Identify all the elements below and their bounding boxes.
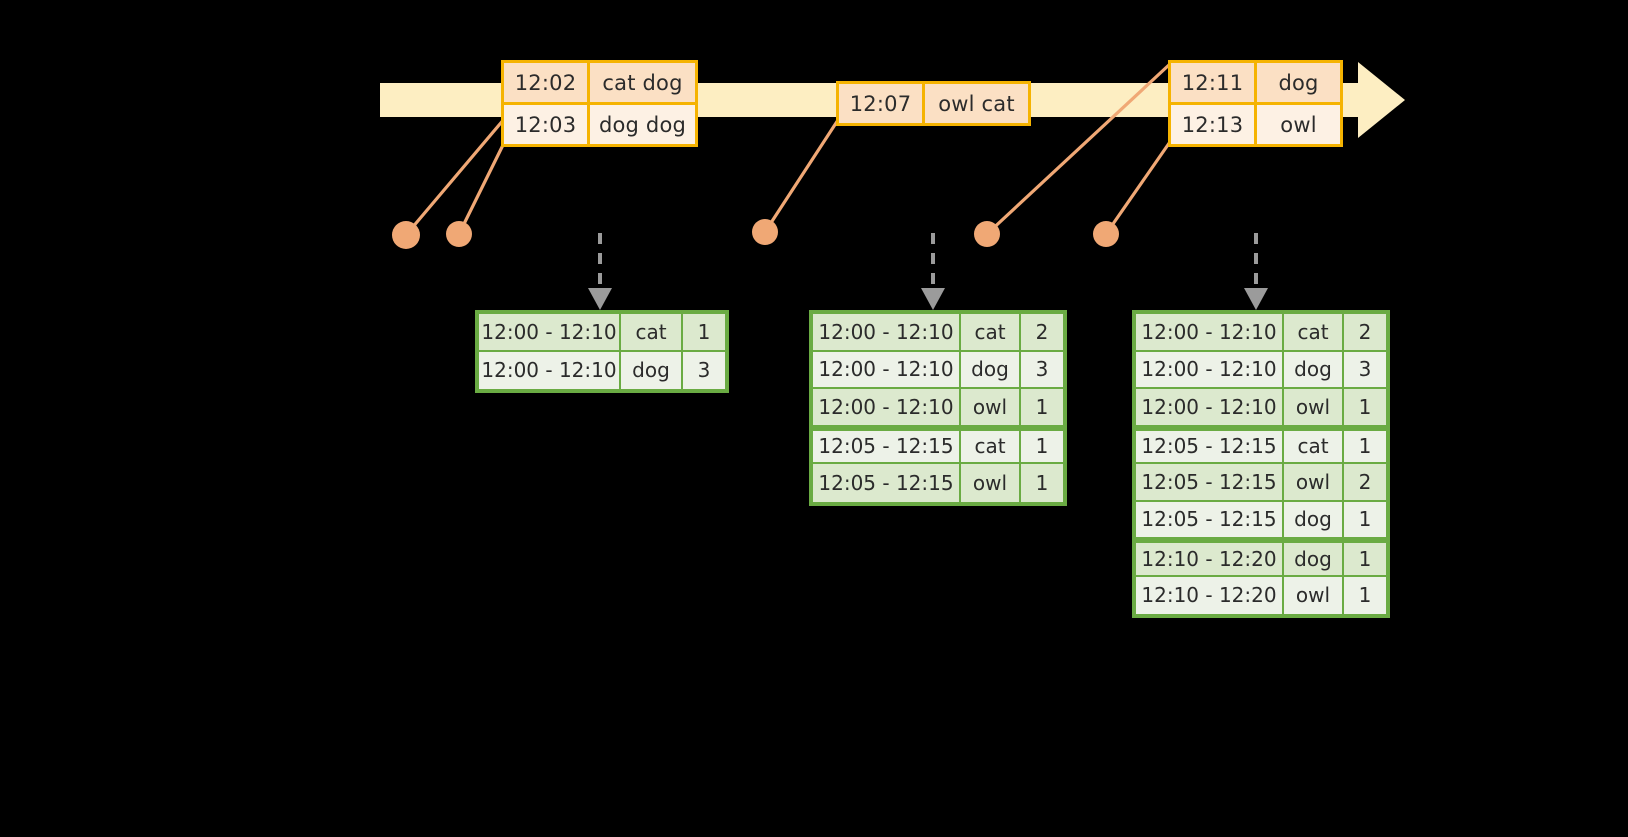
window-cell: 12:00 - 12:10 [479, 351, 621, 389]
count-cell: 3 [1021, 351, 1063, 389]
count-cell: 1 [1344, 389, 1386, 427]
count-cell: 1 [1344, 576, 1386, 614]
count-cell: 2 [1344, 464, 1386, 502]
key-cell: owl [1284, 576, 1344, 614]
emission-dot-1 [392, 221, 420, 249]
window-cell: 12:00 - 12:10 [1136, 314, 1284, 352]
emission-dot-2 [446, 221, 472, 247]
emission-dot-5 [1093, 221, 1119, 247]
connector-line-5 [1104, 137, 1174, 236]
count-cell: 1 [1344, 501, 1386, 539]
connector-line-2 [457, 141, 506, 236]
count-cell: 2 [1344, 314, 1386, 352]
count-cell: 1 [1021, 430, 1063, 464]
window-cell: 12:00 - 12:10 [813, 389, 961, 427]
snapshot-arrow-3 [1244, 233, 1268, 310]
window-cell: 12:10 - 12:20 [1136, 543, 1284, 577]
key-cell: cat [1284, 314, 1344, 352]
event-time: 12:02 [504, 63, 590, 102]
count-cell: 3 [1344, 351, 1386, 389]
window-cell: 12:05 - 12:15 [1136, 501, 1284, 539]
key-cell: dog [621, 351, 683, 389]
key-cell: owl [1284, 464, 1344, 502]
key-cell: cat [961, 430, 1021, 464]
event-payload: owl cat [925, 84, 1028, 123]
key-cell: dog [1284, 351, 1344, 389]
event-row[interactable]: 12:03 dog dog [504, 102, 695, 144]
key-cell: dog [961, 351, 1021, 389]
count-cell: 1 [1344, 430, 1386, 464]
event-group-1[interactable]: 12:02 cat dog 12:03 dog dog [501, 60, 698, 147]
window-cell: 12:05 - 12:15 [813, 464, 961, 502]
key-cell: cat [961, 314, 1021, 352]
window-cell: 12:00 - 12:10 [813, 351, 961, 389]
emission-dots [392, 219, 1119, 249]
event-group-3[interactable]: 12:11 dog 12:13 owl [1168, 60, 1343, 147]
connector-line-3 [763, 118, 840, 234]
count-cell: 1 [683, 314, 725, 352]
event-time: 12:03 [504, 105, 590, 144]
emission-dot-3 [752, 219, 778, 245]
event-group-2[interactable]: 12:07 owl cat [836, 81, 1031, 126]
snapshot-arrow-2 [921, 233, 945, 310]
connector-line-1 [404, 116, 507, 237]
snapshot-arrow-1 [588, 233, 612, 310]
key-cell: owl [1284, 389, 1344, 427]
key-cell: dog [1284, 501, 1344, 539]
event-payload: dog [1257, 63, 1340, 102]
window-cell: 12:00 - 12:10 [1136, 351, 1284, 389]
event-row[interactable]: 12:11 dog [1171, 63, 1340, 102]
window-cell: 12:00 - 12:10 [813, 314, 961, 352]
snapshot-arrows [588, 233, 1268, 310]
count-cell: 2 [1021, 314, 1063, 352]
window-cell: 12:05 - 12:15 [813, 430, 961, 464]
count-cell: 3 [683, 351, 725, 389]
event-time: 12:11 [1171, 63, 1257, 102]
window-cell: 12:05 - 12:15 [1136, 464, 1284, 502]
key-cell: owl [961, 389, 1021, 427]
event-time: 12:07 [839, 84, 925, 123]
event-row[interactable]: 12:07 owl cat [839, 84, 1028, 123]
key-cell: cat [621, 314, 683, 352]
count-cell: 1 [1021, 464, 1063, 502]
count-cell: 1 [1344, 543, 1386, 577]
window-cell: 12:10 - 12:20 [1136, 576, 1284, 614]
event-payload: dog dog [590, 105, 695, 144]
event-row[interactable]: 12:13 owl [1171, 102, 1340, 144]
event-payload: cat dog [590, 63, 695, 102]
key-cell: cat [1284, 430, 1344, 464]
event-row[interactable]: 12:02 cat dog [504, 63, 695, 102]
emission-dot-4 [974, 221, 1000, 247]
key-cell: owl [961, 464, 1021, 502]
window-cell: 12:05 - 12:15 [1136, 430, 1284, 464]
window-cell: 12:00 - 12:10 [479, 314, 621, 352]
event-payload: owl [1257, 105, 1340, 144]
window-cell: 12:00 - 12:10 [1136, 389, 1284, 427]
count-cell: 1 [1021, 389, 1063, 427]
key-cell: dog [1284, 543, 1344, 577]
event-time: 12:13 [1171, 105, 1257, 144]
